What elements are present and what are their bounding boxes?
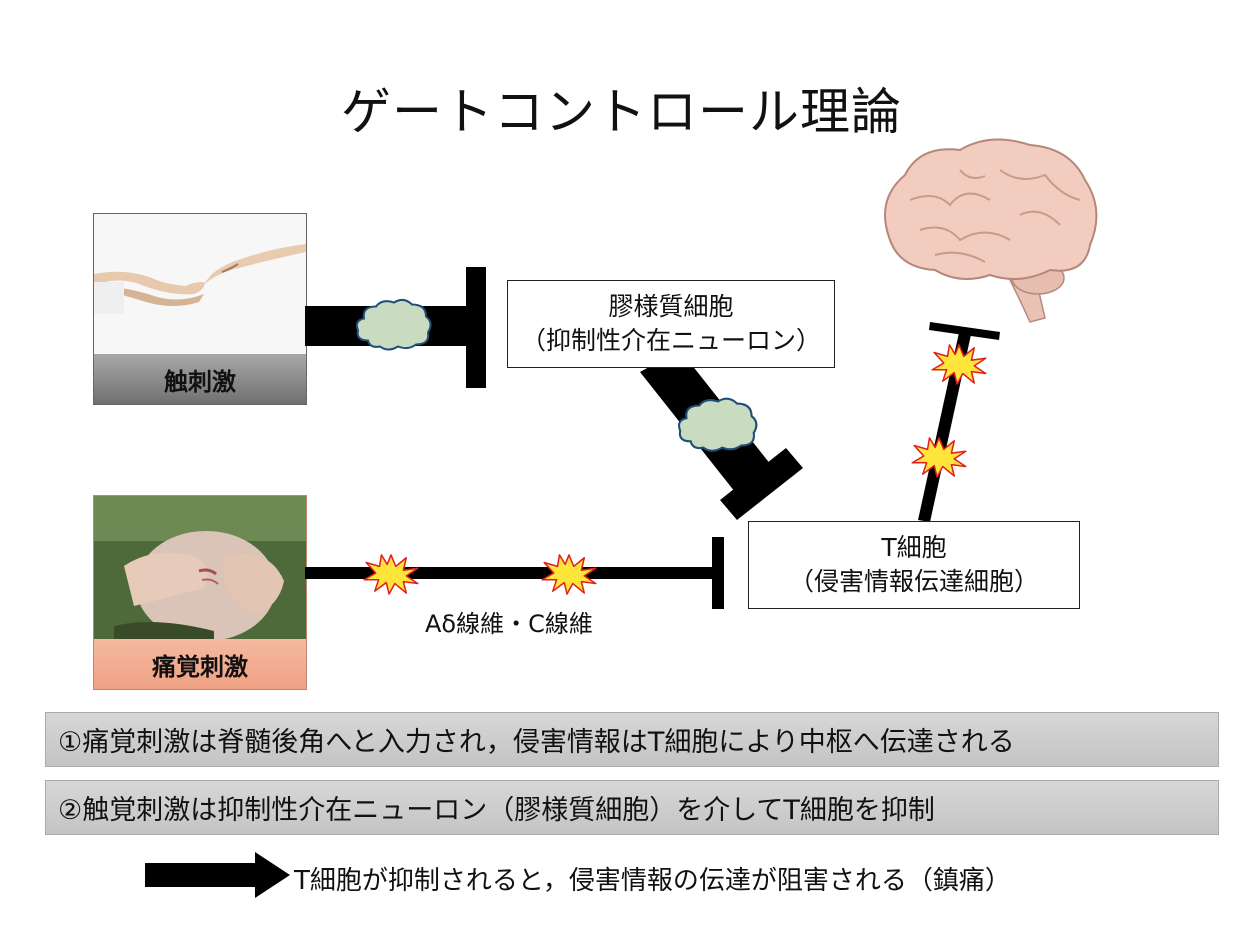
touch-inhibition-bar — [466, 267, 486, 388]
signal-burst-icon — [363, 554, 419, 595]
statement-1: ①痛覚刺激は脊髄後角へと入力され，侵害情報はT細胞により中枢へ伝達される — [45, 712, 1219, 767]
signal-burst-icon — [911, 437, 967, 478]
interneuron-name: 膠様質細胞 — [608, 292, 734, 321]
t-cell-name: T細胞 — [881, 533, 947, 562]
tcell-inhibition-bar — [720, 448, 803, 520]
pain-fiber-path — [305, 567, 715, 579]
pain-stimulus-label: 痛覚刺激 — [94, 639, 306, 689]
cloud-icon — [677, 397, 758, 452]
touch-stimulus-card: 触刺激 — [93, 213, 307, 405]
fiber-label: Aδ線維・C線維 — [425, 610, 593, 638]
arrow-right-icon — [145, 852, 290, 898]
brain-terminal-bar — [929, 322, 1000, 340]
knee-pain-photo — [94, 496, 306, 641]
statement-2: ②触覚刺激は抑制性介在ニューロン（膠様質細胞）を介してT細胞を抑制 — [45, 780, 1219, 835]
signal-burst-icon — [541, 554, 597, 595]
statement-1-text: ①痛覚刺激は脊髄後角へと入力され，侵害情報はT細胞により中枢へ伝達される — [58, 727, 1015, 758]
cloud-icon — [355, 298, 432, 351]
signal-burst-icon — [931, 344, 987, 385]
pain-stimulus-card: 痛覚刺激 — [93, 495, 307, 690]
interneuron-box: 膠様質細胞 （抑制性介在ニューロン） — [507, 280, 835, 368]
page-title: ゲートコントロール理論 — [341, 83, 902, 141]
touch-stimulus-label: 触刺激 — [94, 354, 306, 404]
conclusion-text: T細胞が抑制されると，侵害情報の伝達が阻害される（鎮痛） — [294, 866, 1011, 896]
hand-touch-photo — [94, 214, 306, 356]
interneuron-description: （抑制性介在ニューロン） — [520, 326, 821, 355]
pain-fiber-terminal — [712, 537, 724, 609]
statement-2-text: ②触覚刺激は抑制性介在ニューロン（膠様質細胞）を介してT細胞を抑制 — [58, 795, 935, 826]
t-cell-description: （侵害情報伝達細胞） — [788, 567, 1039, 596]
brain-illustration — [884, 138, 1098, 323]
t-cell-box: T細胞 （侵害情報伝達細胞） — [748, 521, 1080, 609]
